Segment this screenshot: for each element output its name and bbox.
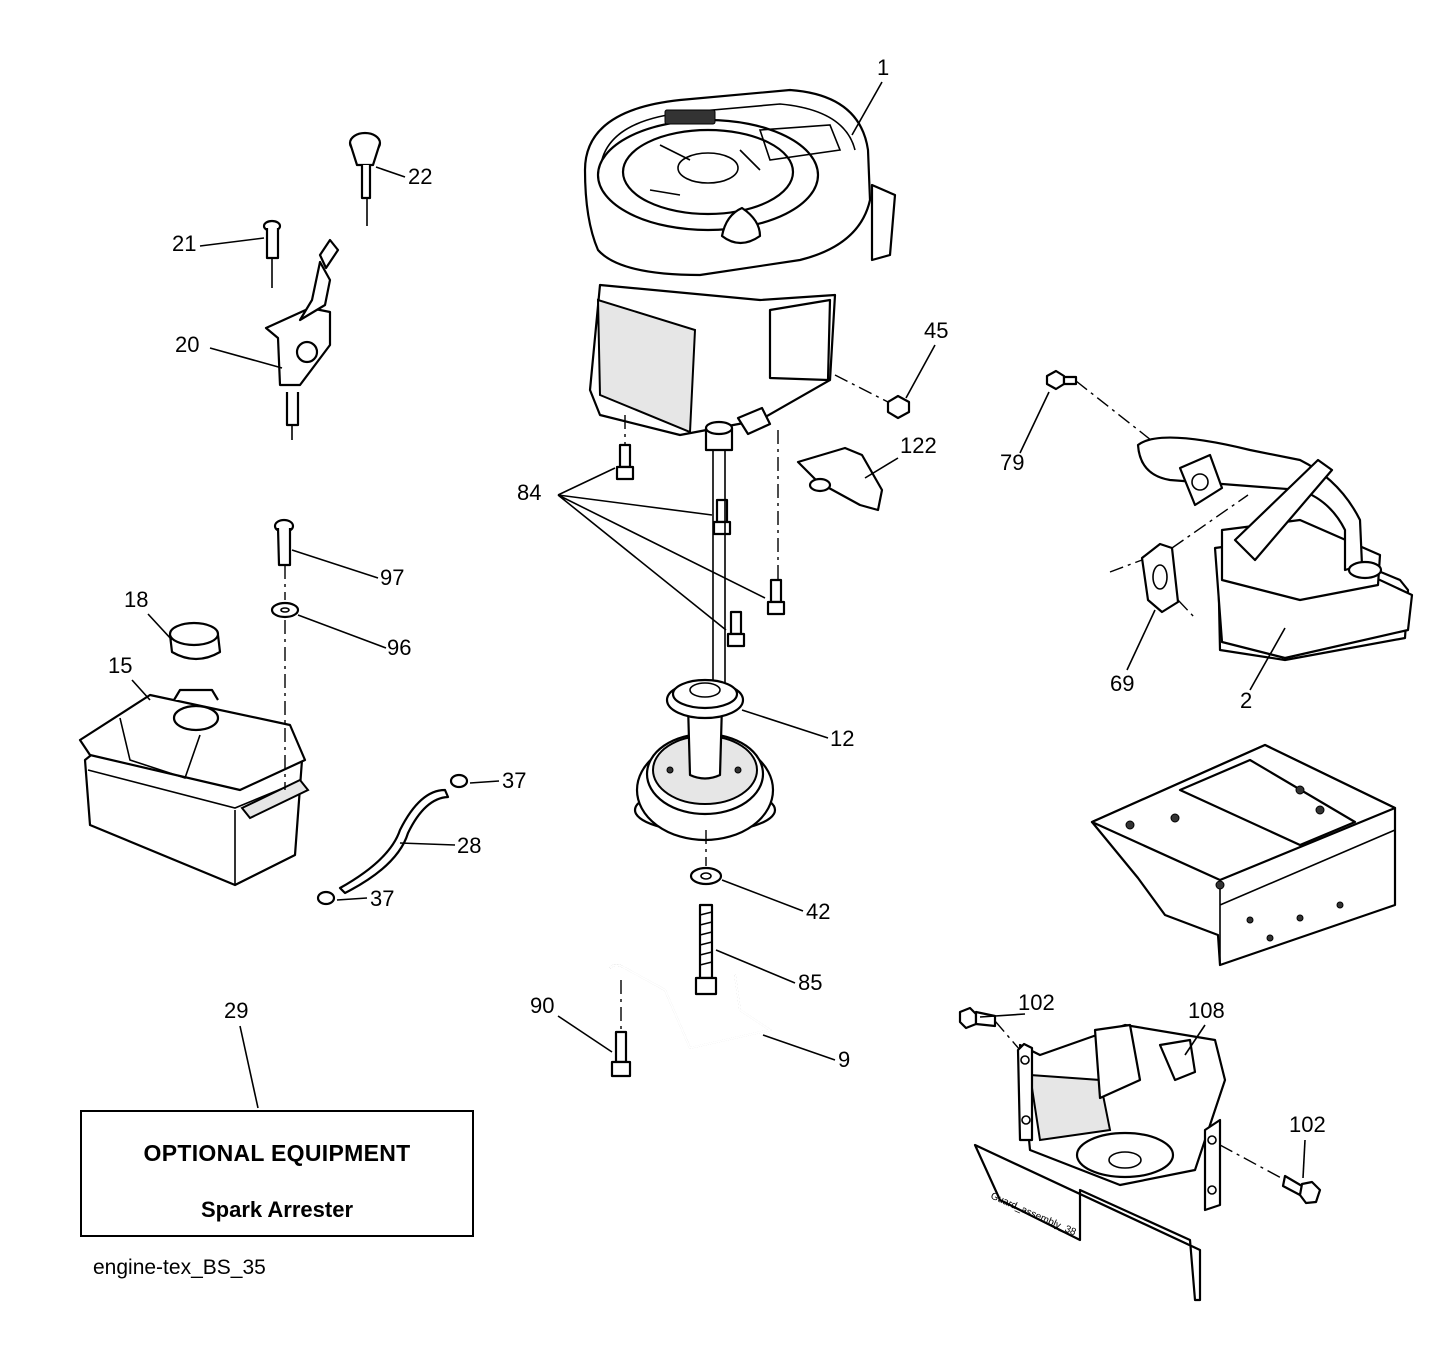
leader-42 <box>721 879 804 912</box>
muffler-part <box>1136 436 1414 662</box>
throttle-knob-part <box>348 131 382 226</box>
belt-guide-part <box>609 964 773 1050</box>
tank-washer-part <box>270 601 300 619</box>
dash-muffler-bolt <box>1075 380 1171 456</box>
label-102b: 102 <box>1289 1112 1326 1137</box>
crankshaft-part <box>704 406 772 452</box>
fuel-line-part <box>338 788 450 895</box>
leader-79 <box>1019 391 1050 454</box>
leader-15 <box>131 679 151 701</box>
label-42: 42 <box>806 899 830 924</box>
label-21: 21 <box>172 231 196 256</box>
throttle-bracket-screw-part <box>262 219 282 288</box>
engine-guard-part <box>973 1023 1227 1302</box>
leader-12 <box>741 709 829 739</box>
guard-bolt-right-part <box>1281 1174 1322 1205</box>
label-28: 28 <box>457 833 481 858</box>
pulley-bolt-part <box>694 903 718 996</box>
leader-69 <box>1126 609 1156 671</box>
nut-part <box>886 394 911 420</box>
label-2: 2 <box>1240 688 1252 713</box>
leader-102b <box>1302 1139 1306 1179</box>
dash-gasket <box>1109 494 1249 619</box>
spark-arrester-label: Spark Arrester <box>200 1197 354 1222</box>
tank-screw-part <box>273 518 295 567</box>
heat-shield-part <box>796 446 884 512</box>
label-79: 79 <box>1000 450 1024 475</box>
fuel-cap-part <box>168 621 222 661</box>
leader-96 <box>297 614 387 649</box>
label-20: 20 <box>175 332 199 357</box>
leader-9 <box>762 1034 836 1061</box>
leader-2 <box>1249 627 1286 691</box>
label-90: 90 <box>530 993 554 1018</box>
label-9: 9 <box>838 1047 850 1072</box>
leader-97 <box>291 549 379 579</box>
engine-bolts-part <box>615 443 786 648</box>
label-84: 84 <box>517 480 541 505</box>
dash-engine-bolts <box>624 415 779 580</box>
leader-37b <box>336 897 368 901</box>
leader-37a <box>469 780 500 784</box>
engine-pulley-part <box>633 678 777 842</box>
label-15: 15 <box>108 653 132 678</box>
label-1: 1 <box>877 55 889 80</box>
label-18: 18 <box>124 587 148 612</box>
muffler-gasket-part <box>1140 542 1180 614</box>
dash-nut <box>834 374 889 403</box>
label-37a: 37 <box>502 768 526 793</box>
label-108: 108 <box>1188 998 1225 1023</box>
label-22: 22 <box>408 164 432 189</box>
label-122: 122 <box>900 433 937 458</box>
label-85: 85 <box>798 970 822 995</box>
throttle-control-part <box>264 238 340 440</box>
leader-21 <box>199 237 265 247</box>
leader-20 <box>209 347 283 369</box>
leader-18 <box>147 613 173 641</box>
leader-1 <box>851 81 883 136</box>
leader-102a <box>979 1013 1026 1018</box>
optional-equipment-box: OPTIONAL EQUIPMENT Spark Arrester <box>80 1110 474 1237</box>
leader-29 <box>239 1025 259 1109</box>
label-102a: 102 <box>1018 990 1055 1015</box>
leader-122 <box>864 457 899 479</box>
engine-mount-plate-part <box>1090 743 1397 967</box>
guard-bolt-left-part <box>958 1006 997 1030</box>
belt-guide-bolt-part <box>610 1030 632 1078</box>
label-45: 45 <box>924 318 948 343</box>
dash-guard-bolt-left <box>994 1020 1021 1051</box>
leader-45 <box>905 344 936 399</box>
label-96: 96 <box>387 635 411 660</box>
leader-90 <box>557 1015 613 1053</box>
hose-clamp-lower-part <box>316 890 336 906</box>
leader-22 <box>375 166 406 178</box>
diagram-caption: engine-tex_BS_35 <box>93 1256 266 1279</box>
crankshaft-line <box>712 450 726 690</box>
label-69: 69 <box>1110 671 1134 696</box>
engine-part <box>583 88 897 437</box>
label-29: 29 <box>224 998 248 1023</box>
leader-84 <box>557 467 766 631</box>
label-37b: 37 <box>370 886 394 911</box>
leader-85 <box>715 949 796 984</box>
leader-108 <box>1184 1024 1206 1056</box>
hose-clamp-upper-part <box>449 773 469 789</box>
dash-guard-bolt-right <box>1219 1144 1286 1181</box>
label-12: 12 <box>830 726 854 751</box>
fuel-tank-part <box>78 688 310 887</box>
label-97: 97 <box>380 565 404 590</box>
muffler-bolt-part <box>1045 369 1078 391</box>
optional-equipment-title: OPTIONAL EQUIPMENT <box>143 1140 411 1166</box>
leader-28 <box>399 842 456 846</box>
pulley-washer-part <box>689 866 723 886</box>
